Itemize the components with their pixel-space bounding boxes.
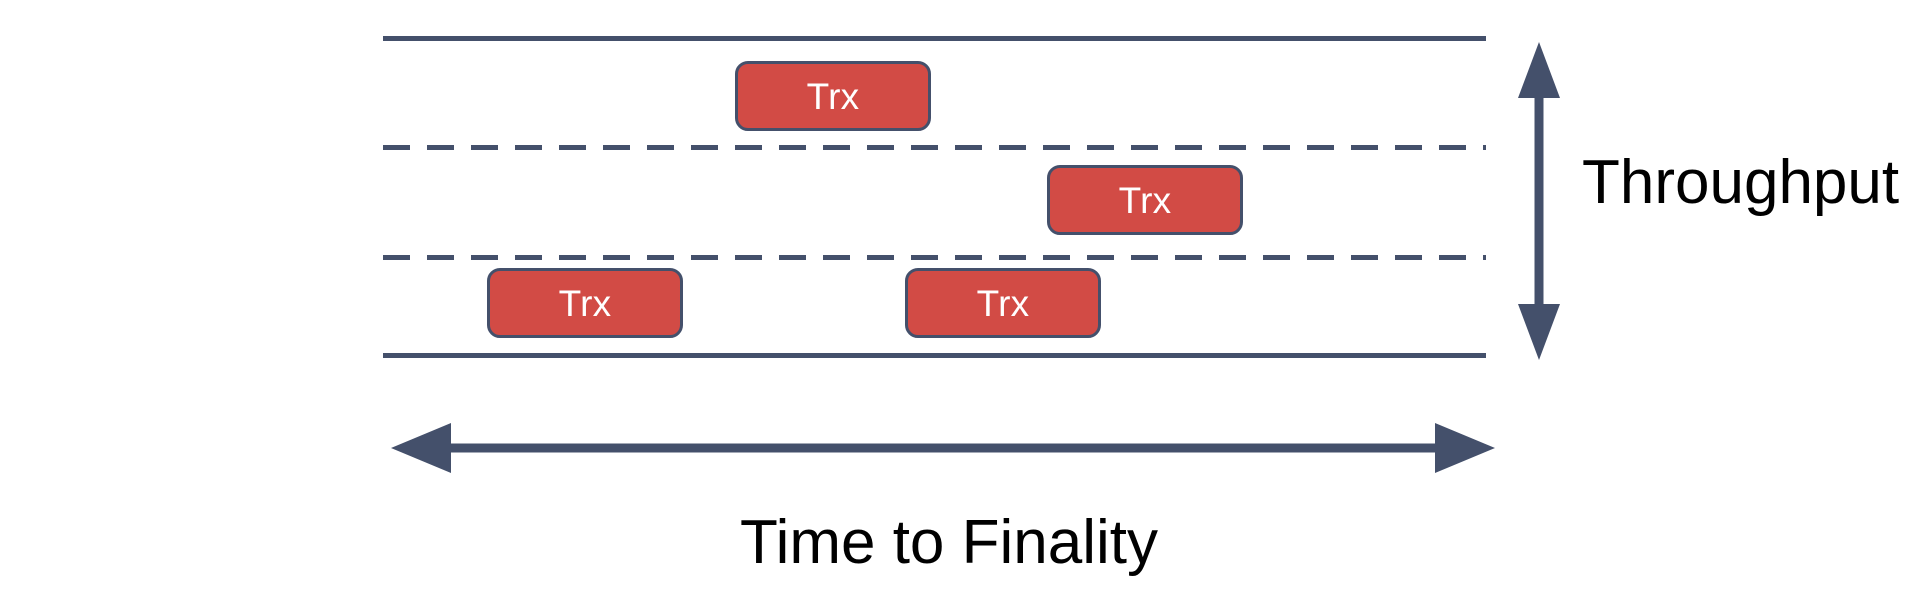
transaction-block: Trx xyxy=(905,268,1101,338)
transaction-block: Trx xyxy=(487,268,683,338)
throughput-axis-label: Throughput xyxy=(1582,148,1900,217)
time-to-finality-double-arrow-icon xyxy=(391,423,1495,473)
lane-boundary-bottom xyxy=(383,353,1486,358)
lane-divider-lower xyxy=(383,255,1486,260)
lane-boundary-top xyxy=(383,36,1486,41)
transaction-block: Trx xyxy=(1047,165,1243,235)
throughput-double-arrow-icon xyxy=(1518,42,1560,360)
time-to-finality-axis-label: Time to Finality xyxy=(740,508,1159,577)
transaction-block: Trx xyxy=(735,61,931,131)
lane-divider-upper xyxy=(383,145,1486,150)
